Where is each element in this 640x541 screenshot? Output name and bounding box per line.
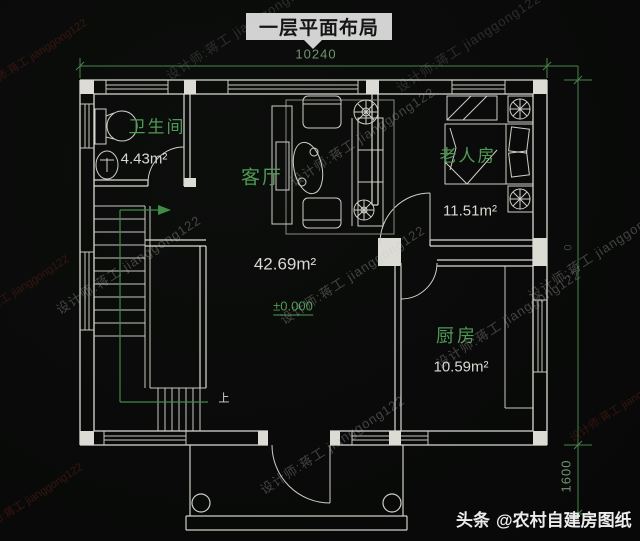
dimension-porch-depth: 1600 (558, 459, 574, 493)
porch-column-icon (382, 493, 402, 513)
sofa-set-icon (271, 95, 395, 235)
toilet-icon (94, 108, 138, 145)
dimension-lines (75, 58, 592, 519)
column-marker (80, 80, 547, 445)
credit-handle: @农村自建房图纸 (496, 511, 632, 530)
kitchen-counter (504, 266, 533, 409)
title-pointer (304, 40, 322, 49)
page-title: 一层平面布局 (246, 13, 392, 40)
sink-icon (95, 150, 119, 180)
room-area-bathroom: 4.43m² (120, 150, 168, 168)
room-area-bedroom: 11.51m² (443, 202, 497, 220)
dimension-top-width: 10240 (295, 46, 337, 62)
credit-brand: 头条 (456, 511, 490, 530)
credit-line: 头条 @农村自建房图纸 (456, 506, 632, 531)
door-arcs (147, 146, 438, 504)
floor-level-mark: ±0.000 (273, 298, 313, 316)
room-label-bedroom: 老人房 (439, 146, 497, 166)
stair-direction-arrow (119, 205, 208, 403)
room-area-kitchen: 10.59m² (433, 358, 489, 376)
room-area-living: 42.69m² (253, 254, 317, 274)
wardrobe-icon (446, 95, 498, 121)
room-label-living: 客厅 (240, 167, 284, 189)
plant-icon (353, 99, 379, 221)
exterior-wall (79, 79, 548, 446)
bed-icon (444, 123, 534, 185)
window-glazing (80, 80, 547, 445)
porch-outline (185, 445, 408, 531)
room-label-bathroom: 卫生间 (128, 117, 186, 137)
porch-column-icon (191, 493, 211, 513)
floor-level-value: ±0.000 (273, 298, 313, 316)
dimension-side-partial: 0 (562, 243, 575, 251)
lamp-icon (507, 95, 534, 213)
room-label-kitchen: 厨房 (436, 326, 478, 346)
stairs-up-label: 上 (218, 392, 230, 405)
